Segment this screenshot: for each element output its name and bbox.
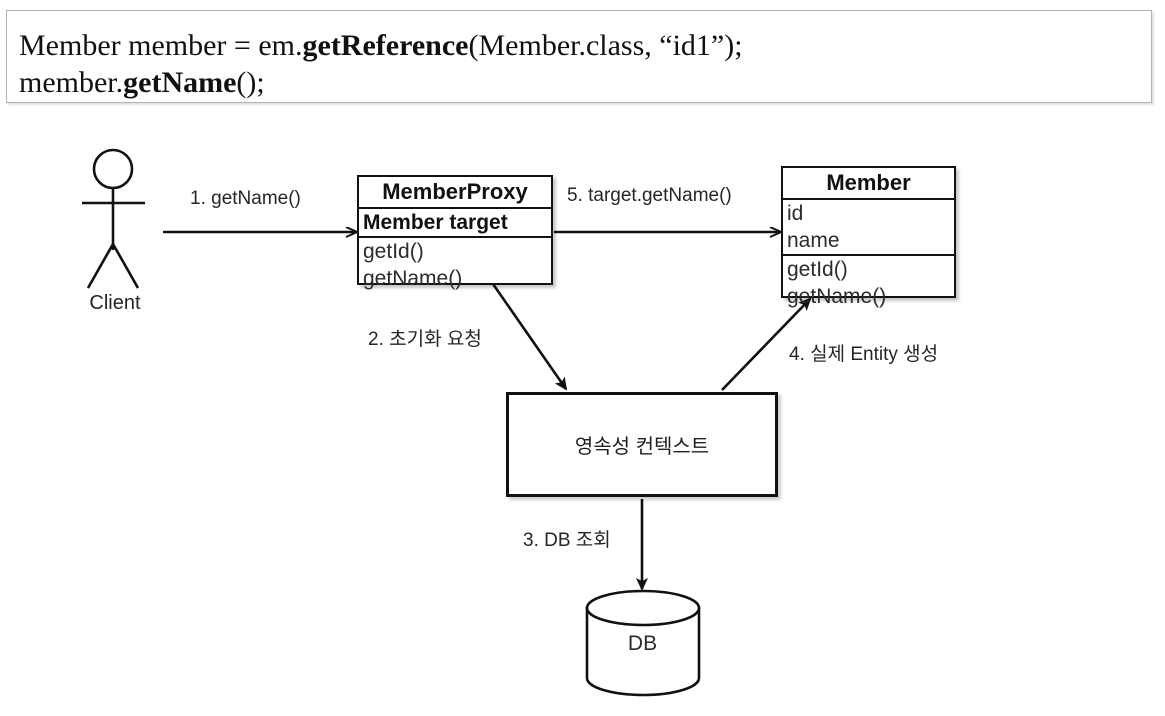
code-line-2-bold: getName (123, 66, 237, 99)
persistence-context-label: 영속성 컨텍스트 (574, 436, 710, 458)
code-line-2-post: (); (236, 66, 265, 99)
code-line-2: member.getName(); (19, 68, 265, 98)
code-line-2-pre: member. (19, 66, 124, 99)
persistence-context-box[interactable]: 영속성 컨텍스트 (506, 392, 778, 497)
code-line-1-bold: getReference (302, 29, 469, 62)
flow-label-5: 5. target.getName() (567, 185, 732, 206)
flow-label-2: 2. 초기화 요청 (368, 329, 482, 350)
class-attribute-member-proxy-0: Member target (359, 209, 551, 238)
class-box-member[interactable]: Member id name getId() getName() (781, 166, 956, 308)
class-title-member-proxy: MemberProxy (359, 177, 551, 209)
class-operation-member-0: getId() (787, 258, 848, 281)
class-operation-member-proxy-0: getId() (363, 240, 424, 263)
flow-label-1: 1. getName() (190, 188, 301, 209)
stick-figure-actor-icon (82, 148, 145, 289)
class-attribute-member-0: id (787, 202, 804, 225)
class-title-member: Member (783, 168, 954, 200)
flow-arrow-2 (491, 283, 568, 391)
code-line-1-pre: Member member = em. (19, 29, 303, 62)
code-line-1: Member member = em.getReference(Member.c… (19, 31, 743, 61)
code-line-1-post: (Member.class, “id1”); (468, 29, 743, 62)
database-node[interactable]: DB (586, 590, 699, 695)
actor-label: Client (89, 292, 141, 314)
flow-label-4: 4. 실제 Entity 생성 (789, 344, 939, 365)
flow-label-3: 3. DB 조회 (523, 530, 611, 551)
code-snippet-block: Member member = em.getReference(Member.c… (6, 10, 1152, 103)
class-box-member-proxy[interactable]: MemberProxy Member target getId() getNam… (357, 175, 553, 290)
database-label: DB (627, 632, 658, 655)
class-attribute-member-1: name (783, 227, 954, 256)
class-operation-member-proxy-1: getName() (363, 267, 463, 290)
class-operation-member-1: getName() (787, 285, 887, 308)
